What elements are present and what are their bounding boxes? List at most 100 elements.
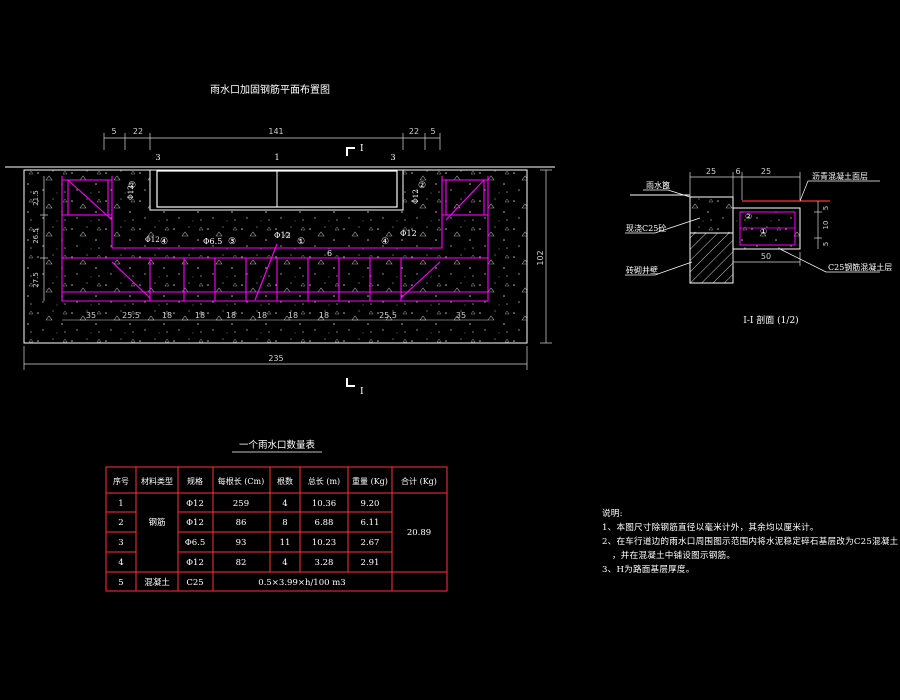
notes-line-4: 3、H为路面基层厚度。: [602, 565, 695, 575]
row3-weight: 2.67: [361, 538, 380, 548]
section-cut-label-top: I: [360, 144, 364, 154]
section-label-asphalt: 沥青混凝土面层: [812, 171, 868, 181]
row1-count: 4: [282, 499, 287, 509]
rebar-outer-u: [61, 176, 489, 302]
dim-bottom-4: 18: [195, 311, 205, 320]
dim-bottom-6: 18: [257, 311, 267, 320]
bar-label-2-left: ②: [128, 181, 136, 191]
dim-left-1: 21.5: [32, 190, 40, 206]
row2-count: 8: [282, 518, 287, 528]
dim-left-3: 27.5: [32, 272, 40, 288]
row4-length: 82: [236, 558, 247, 568]
dim-right: 102: [536, 250, 545, 265]
section-top-dimensions: [689, 172, 801, 200]
section-dim-bottom: 50: [761, 252, 771, 261]
bar-label-group: ② ② Φ12 Φ12 ④ Φ6.5 ③ Φ12 ① ④ Φ12 6 Φ12: [127, 181, 426, 258]
bar-label-phi65: Φ6.5: [203, 237, 222, 246]
section-tag-2: ②: [745, 212, 752, 221]
plan-right-dimension: [540, 169, 552, 344]
notes-line-1: 1、本图尺寸除钢筋直径以毫米计外，其余均以厘米计。: [602, 523, 819, 533]
th-weight: 重量 (Kg): [352, 476, 388, 486]
rebar-inner-u: [111, 176, 443, 249]
quantity-table: 一个雨水口数量表 序号 材料类型 规格 每根长 (Cm) 根数: [105, 439, 448, 592]
section-side-dim-3: 5: [822, 242, 830, 246]
section-c25-layer: [732, 207, 801, 250]
bar-label-3: ③: [228, 237, 236, 247]
notes-line-3: ，并在混凝土中铺设图示钢筋。: [612, 551, 736, 561]
section-leaders: [625, 180, 880, 276]
row4-total: 3.28: [315, 558, 334, 568]
bar-label-4-right: ④: [381, 237, 389, 247]
row4-count: 4: [282, 558, 287, 568]
row1-no: 1: [118, 499, 123, 509]
bar-label-phi12-right: Φ12: [400, 229, 417, 238]
row3-no: 3: [118, 538, 123, 548]
bar-label-1: ①: [297, 237, 305, 247]
section-side-dim-2: 10: [822, 221, 830, 230]
notes-line-2: 2、在车行道边的雨水口周围图示范围内将水泥稳定碎石基层改为C25混凝土: [602, 537, 899, 547]
section-label-cast: 现浇C25砼: [626, 223, 666, 233]
plan-top-dimensions: [103, 133, 441, 150]
row2-spec: Φ12: [186, 518, 204, 528]
row1-weight: 9.20: [361, 499, 380, 509]
dim-overall: 235: [268, 354, 283, 363]
dim-top-3: 141: [268, 127, 283, 136]
section-label-grate: 雨水篦: [646, 180, 670, 190]
section-cut-mark-top: [346, 147, 355, 156]
bar-label-phi12-small: Φ12: [145, 236, 160, 244]
row5-material: 混凝土: [144, 577, 170, 588]
dim-bottom-2: 25.5: [122, 311, 140, 320]
section-side-dimensions: [814, 201, 822, 249]
sum-value: 20.89: [407, 528, 431, 538]
th-count: 根数: [277, 476, 293, 486]
dim-top-2: 22: [133, 127, 143, 136]
th-no: 序号: [113, 476, 129, 486]
section-cut-label-bottom: I: [360, 387, 364, 397]
notes-block: 说明: 1、本图尺寸除钢筋直径以毫米计外，其余均以厘米计。 2、在车行道边的雨水…: [602, 507, 898, 577]
top-tag-right: 3: [390, 153, 395, 162]
plan-overall-dimension: [23, 346, 528, 370]
plan-view: 雨水口加固钢筋平面布置图 5 22 141 22 5 I I: [5, 83, 555, 397]
section-view: 25 6 25 ② ① 5 10 5 50: [625, 167, 892, 326]
top-tag-left: 3: [155, 153, 160, 162]
dim-bottom-3: 18: [162, 311, 172, 320]
section-tag-1: ①: [760, 227, 767, 236]
dim-bottom-8: 18: [319, 311, 329, 320]
th-material: 材料类型: [141, 476, 173, 486]
dim-bottom-7: 18: [288, 311, 298, 320]
row5-volume: 0.5×3.99×h/100 m3: [258, 578, 345, 588]
row3-count: 11: [280, 538, 291, 548]
row3-length: 93: [236, 538, 247, 548]
table-grid: [105, 466, 448, 592]
row4-spec: Φ12: [186, 558, 204, 568]
dim-top-4: 22: [409, 127, 419, 136]
row1-spec: Φ12: [186, 499, 204, 509]
section-side-dim-1: 5: [822, 206, 830, 210]
row2-weight: 6.11: [361, 518, 380, 528]
bar-label-phi12-vert-left: Φ12: [127, 185, 135, 200]
top-tag-center: 1: [274, 153, 279, 162]
bar-label-4-left: ④: [160, 237, 168, 247]
dim-bottom-1: 35: [86, 311, 96, 320]
bar-label-6: 6: [327, 249, 332, 258]
row2-length: 86: [236, 518, 247, 528]
section-cut-mark-bottom: [346, 378, 355, 387]
th-spec: 规格: [187, 476, 203, 486]
row2-no: 2: [118, 518, 123, 528]
row4-weight: 2.91: [361, 558, 380, 568]
section-dim-top-3: 25: [761, 167, 771, 176]
row5-no: 5: [118, 578, 123, 588]
row3-total: 10.23: [312, 538, 336, 548]
bar-label-2-right: ②: [418, 181, 426, 191]
dim-bottom-9: 25.5: [379, 311, 397, 320]
dim-bottom-10: 35: [456, 311, 466, 320]
rebar-layout: [61, 176, 489, 302]
bar-label-phi12-mid: Φ12: [274, 231, 291, 240]
plan-title: 雨水口加固钢筋平面布置图: [210, 83, 330, 96]
section-masonry: [689, 232, 734, 284]
row4-no: 4: [118, 558, 123, 568]
section-dim-top-2: 6: [735, 167, 740, 176]
th-total: 总长 (m): [308, 476, 340, 486]
section-label-c25: C25钢筋混凝土层: [828, 262, 892, 272]
